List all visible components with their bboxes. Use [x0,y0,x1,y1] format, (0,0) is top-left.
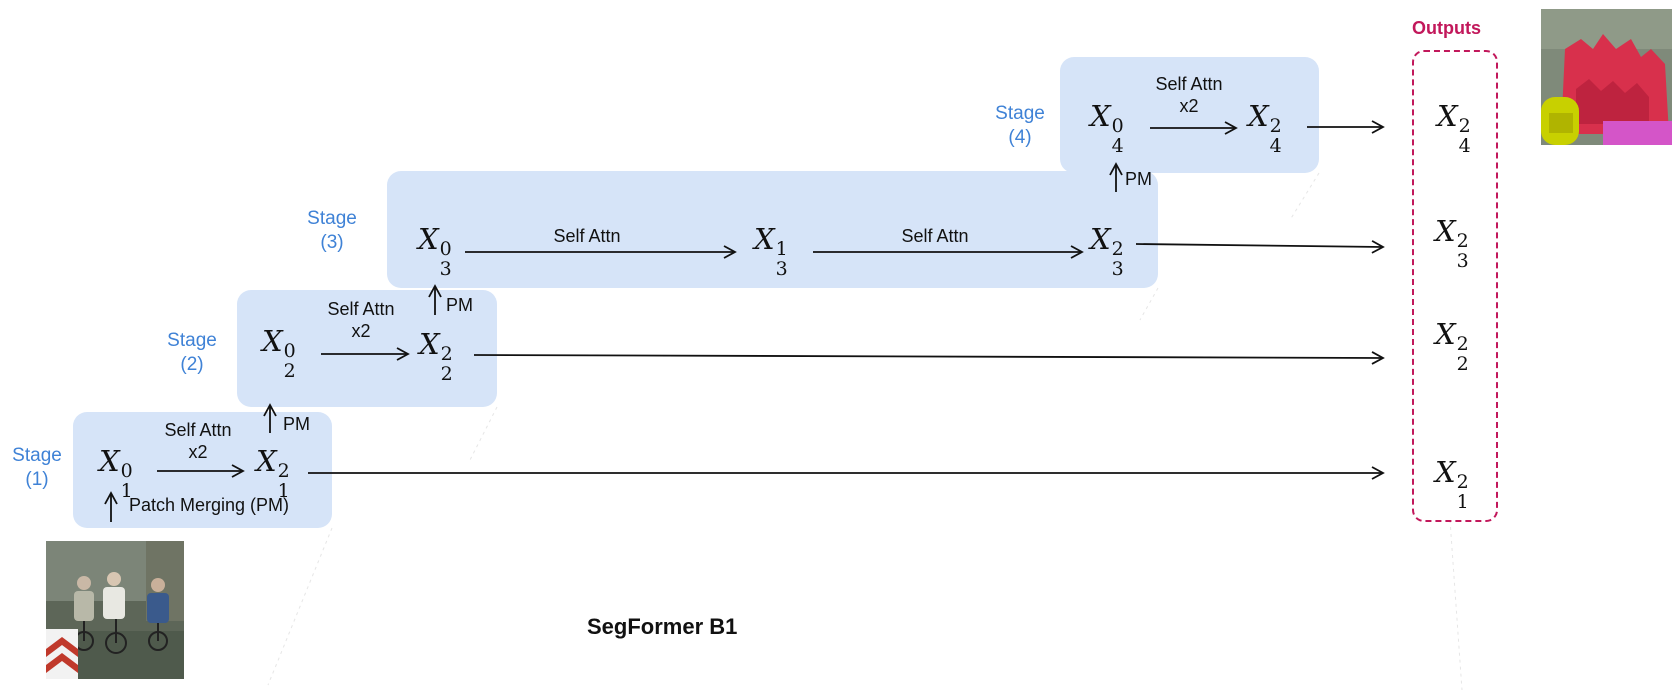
stage-3-self-attn-label-1: Self Attn [553,226,621,246]
stage-2-label-num: (2) [180,354,204,375]
stage-1-pm-label: Patch Merging (PM) [129,495,290,515]
stage-3-box [387,171,1158,288]
stage-3-label: Stage (3) [292,207,372,255]
stage-2-label: Stage (2) [152,329,232,377]
stage-4-box [1060,57,1319,173]
diagram-caption: SegFormer B1 [587,614,738,639]
input-image-graphic [46,541,184,679]
input-image [46,541,184,679]
stage-4-label: Stage (4) [980,102,1060,150]
stage-4-self-attn-label: Self Attn x2 [1155,74,1223,116]
stage-1-box [73,412,332,528]
outputs-box [1412,50,1498,522]
stage-1-self-attn-label: Self Attn x2 [164,420,232,462]
stage-3-label-num: (3) [320,232,344,253]
stage-2-output-arrow [473,351,1385,365]
stage-4-label-num: (4) [1008,127,1032,148]
outputs-title: Outputs [1412,18,1481,38]
stage-2-pm-label: PM [283,414,310,434]
stage-1-label-word: Stage [12,445,62,466]
stage-2-label-word: Stage [167,330,217,351]
stage-4-pm-label: PM [1125,169,1152,189]
stage-1-label-num: (1) [25,469,49,490]
stage-2-self-attn-label: Self Attn x2 [327,299,395,341]
stage-2-box [237,290,497,407]
stage-1-label: Stage (1) [0,444,77,492]
stage-3-self-attn-label-2: Self Attn [901,226,969,246]
stage-3-label-word: Stage [307,208,357,229]
stage-4-label-word: Stage [995,103,1045,124]
output-segmentation-image [1541,9,1672,145]
output-segmentation-graphic [1541,9,1672,145]
stage-3-output-arrow [1135,240,1385,254]
stage-3-pm-label: PM [446,295,473,315]
